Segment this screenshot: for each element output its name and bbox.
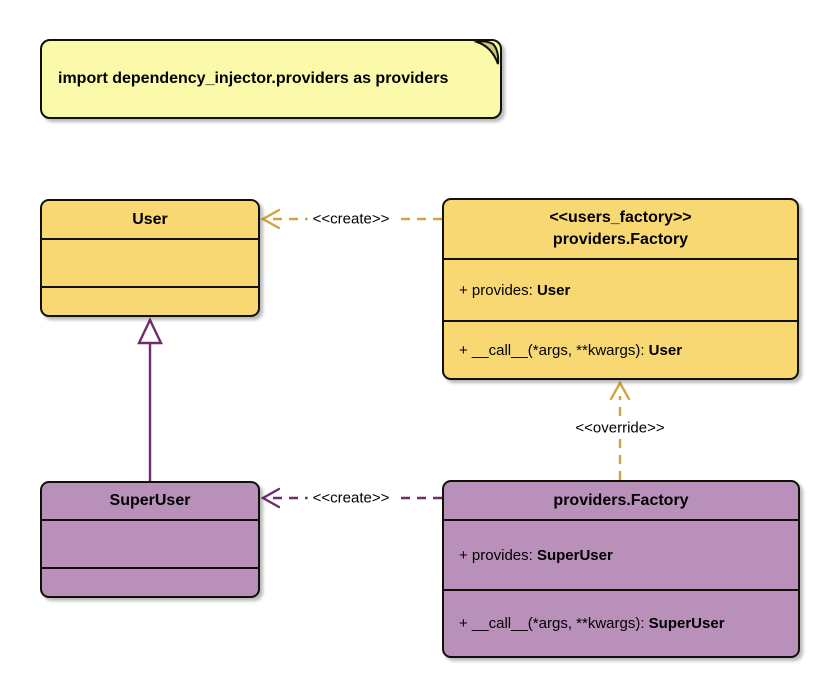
create-label-user: <<create>> bbox=[307, 209, 395, 229]
inheritance-triangle-icon bbox=[137, 317, 163, 345]
class-box-users-factory: <<users_factory>> providers.Factory + pr… bbox=[442, 198, 799, 380]
override-label: <<override>> bbox=[570, 418, 670, 438]
class-super-users-factory-call-member: + __call__(*args, **kwargs): SuperUser bbox=[444, 589, 798, 656]
provides-member-label: + provides: bbox=[459, 546, 537, 564]
open-arrowhead-left-gold-icon bbox=[260, 208, 281, 230]
create-label-superuser: <<create>> bbox=[307, 488, 395, 508]
provides-member-type: User bbox=[536, 281, 571, 299]
call-member-label: + __call__(*args, **kwargs): bbox=[459, 341, 649, 359]
class-superuser-attributes-compartment bbox=[42, 519, 258, 567]
open-arrowhead-up-gold-icon bbox=[609, 380, 631, 401]
class-superuser-title: SuperUser bbox=[109, 492, 191, 509]
class-user-attributes-compartment bbox=[42, 238, 258, 286]
class-user-methods-compartment bbox=[42, 286, 258, 315]
provides-member-label: + provides: bbox=[459, 281, 537, 299]
class-users-factory-name: providers.Factory bbox=[552, 231, 689, 248]
call-member-label: + __call__(*args, **kwargs): bbox=[459, 615, 649, 632]
call-member-type: User bbox=[648, 341, 683, 359]
note-folded-corner-icon bbox=[473, 40, 500, 65]
class-box-super-users-factory: providers.Factory + provides: SuperUser … bbox=[442, 480, 800, 658]
class-box-user: User bbox=[40, 199, 260, 317]
open-arrowhead-left-purple-icon bbox=[260, 487, 281, 509]
class-users-factory-stereotype: <<users_factory>> bbox=[549, 209, 692, 226]
class-super-users-factory-provides-member: + provides: SuperUser bbox=[444, 519, 798, 589]
import-note: import dependency_injector.providers as … bbox=[40, 39, 502, 119]
class-super-users-factory-title: providers.Factory bbox=[553, 491, 689, 509]
provides-member-type: SuperUser bbox=[536, 546, 613, 564]
class-box-superuser: SuperUser bbox=[40, 481, 260, 598]
class-superuser-methods-compartment bbox=[42, 567, 258, 596]
class-users-factory-call-member: + __call__(*args, **kwargs): User bbox=[444, 320, 797, 378]
call-member-type: SuperUser bbox=[648, 615, 725, 632]
class-users-factory-title: <<users_factory>> providers.Factory bbox=[444, 200, 797, 258]
class-user-title: User bbox=[132, 210, 168, 228]
class-users-factory-provides-member: + provides: User bbox=[444, 258, 797, 320]
import-note-text: import dependency_injector.providers as … bbox=[58, 70, 449, 87]
